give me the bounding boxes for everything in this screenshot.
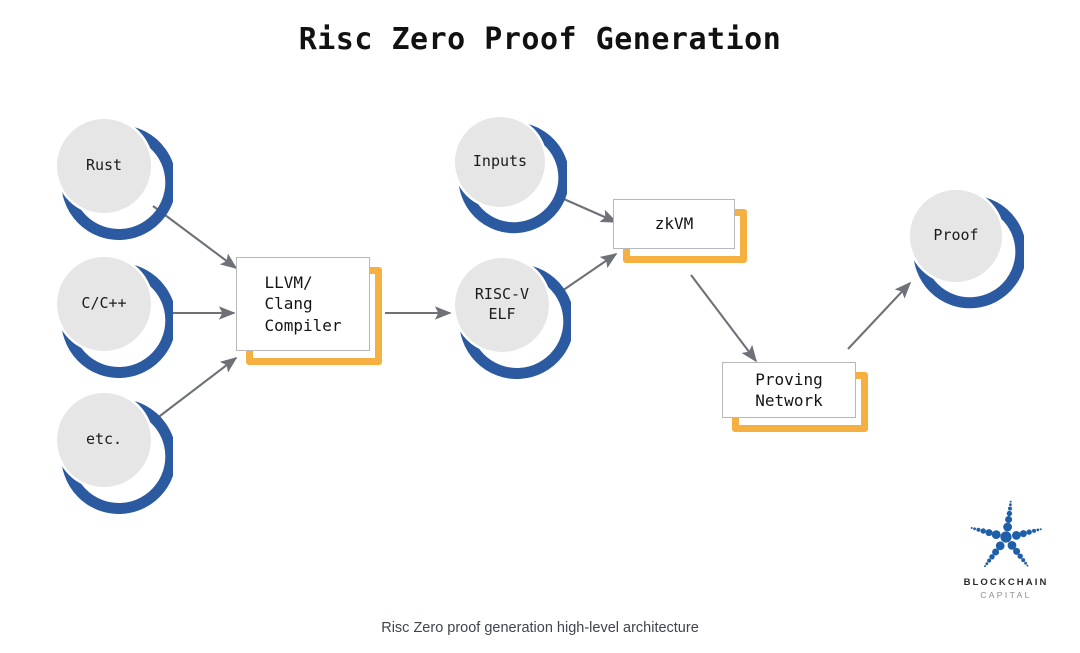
box-llvm-clang-compiler[interactable]: LLVM/ Clang Compiler [236,257,382,365]
box-panel: zkVM [613,199,735,249]
node-disc: Inputs [455,117,545,207]
starburst-icon [970,500,1042,568]
node-disc: etc. [57,393,151,487]
node-rust[interactable]: Rust [45,112,173,240]
box-label: zkVM [654,214,694,234]
box-proving-network[interactable]: Proving Network [722,362,868,432]
node-label: Inputs [472,152,528,171]
node-label: etc. [85,430,123,449]
page-title: Risc Zero Proof Generation [298,22,782,57]
box-panel: LLVM/ Clang Compiler [236,257,370,351]
node-label: RISC-V ELF [474,285,530,323]
node-cpp[interactable]: C/C++ [45,250,173,378]
node-disc: RISC-V ELF [455,258,549,352]
box-panel: Proving Network [722,362,856,418]
node-label: C/C++ [81,294,127,313]
node-disc: Proof [910,190,1002,282]
node-disc: Rust [57,119,151,213]
box-zkvm[interactable]: zkVM [613,199,747,263]
arrow-zkvm-to-proving [690,274,758,363]
blockchain-capital-logo: BLOCKCHAIN CAPITAL [948,497,1064,603]
node-label: Proof [933,226,979,245]
box-label: Proving Network [755,369,823,410]
node-inputs[interactable]: Inputs [443,110,567,234]
node-riscv-elf[interactable]: RISC-V ELF [443,251,571,379]
box-label: LLVM/ Clang Compiler [264,272,342,335]
node-label: Rust [85,156,123,175]
node-etc[interactable]: etc. [45,386,173,514]
node-disc: C/C++ [57,257,151,351]
logo-wordmark: BLOCKCHAIN [963,577,1049,588]
node-proof[interactable]: Proof [898,183,1024,309]
figure-caption: Risc Zero proof generation high-level ar… [381,620,699,636]
logo-submark: CAPITAL [980,590,1032,600]
